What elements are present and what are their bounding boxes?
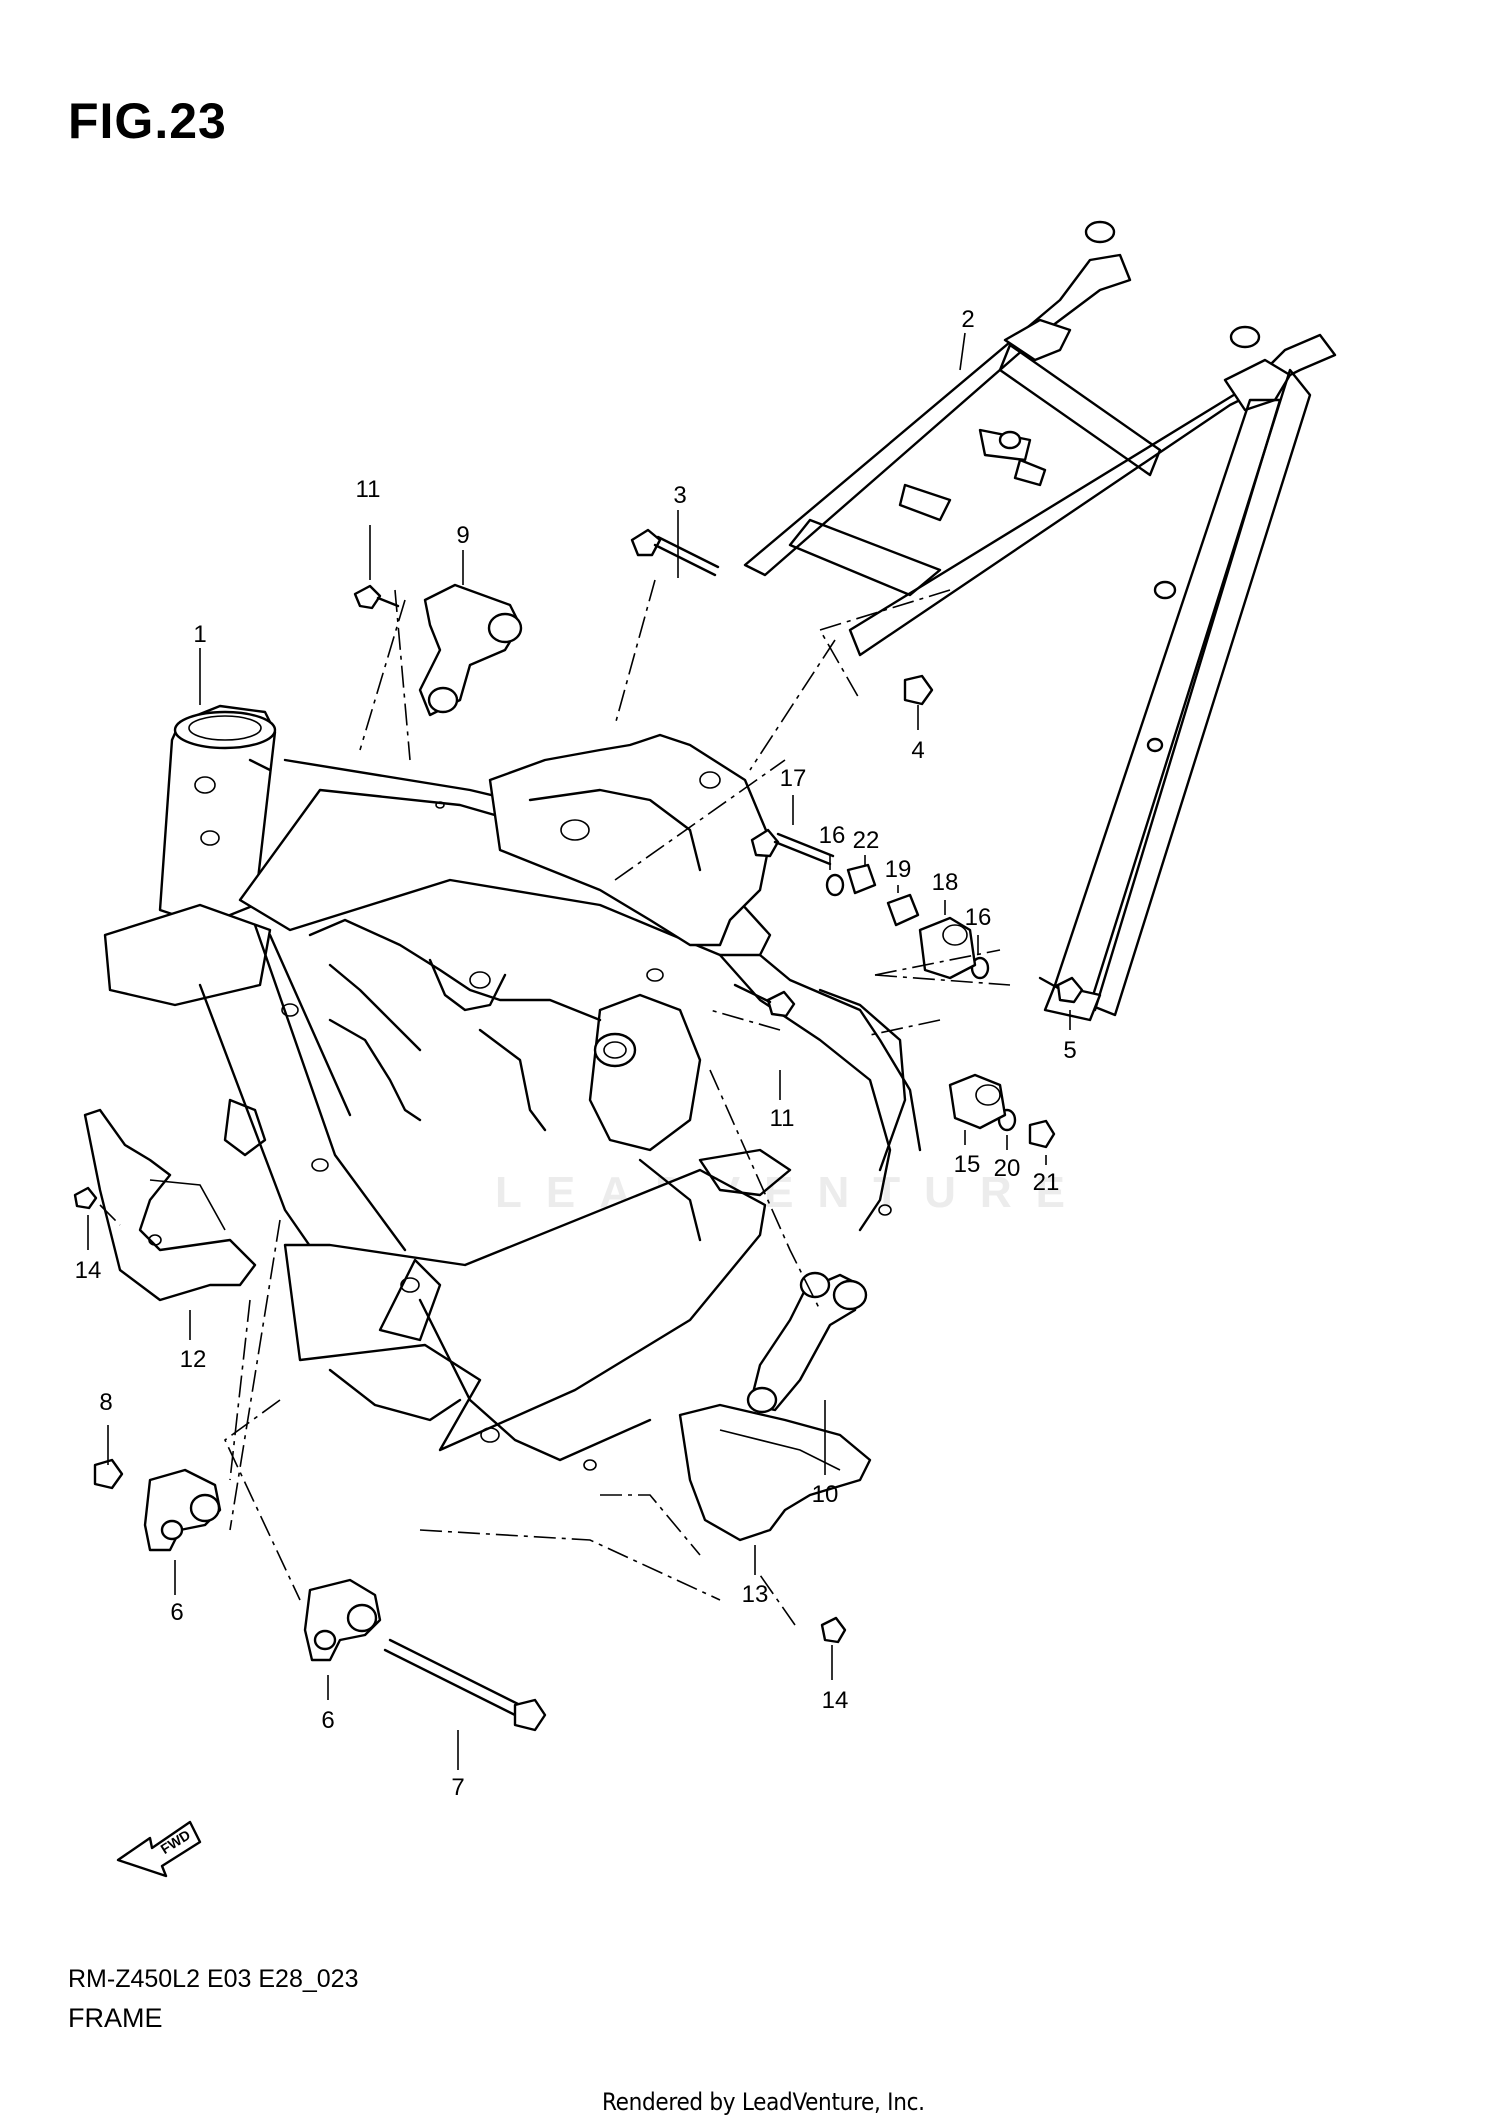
callout-19: 19	[885, 856, 912, 883]
callout-15: 15	[954, 1151, 981, 1178]
callout-4: 4	[911, 737, 924, 764]
callout-13: 13	[742, 1581, 769, 1608]
callout-10: 10	[812, 1481, 839, 1508]
callout-3: 3	[673, 482, 686, 509]
callout-9: 9	[456, 522, 469, 549]
bolt-14-left	[73, 1186, 98, 1210]
render-credit: Rendered by LeadVenture, Inc.	[602, 2088, 925, 2116]
upper-engine-bracket	[418, 583, 523, 717]
front-mount-bracket	[143, 1468, 222, 1552]
callout-2: 2	[961, 306, 974, 333]
callout-8: 8	[99, 1389, 112, 1416]
section-name: FRAME	[68, 2003, 163, 2033]
nut-8	[93, 1458, 124, 1490]
bolt-7	[383, 1638, 547, 1732]
callout-16-upper: 16	[819, 822, 846, 849]
callout-5: 5	[1063, 1037, 1076, 1064]
left-frame-guard	[83, 1108, 257, 1302]
figure-title: FIG.23	[68, 93, 227, 149]
callout-11-lower: 11	[770, 1105, 795, 1132]
collar-19	[886, 893, 920, 927]
lower-rear-bracket	[746, 1271, 868, 1414]
bushing-15	[948, 1073, 1007, 1130]
lower-mount-bracket	[303, 1578, 382, 1662]
callout-labels: 1 2 3 4 5 6 6 7 8 9 10 11 11 12 13 14 14…	[75, 306, 1077, 1801]
callout-12: 12	[180, 1346, 207, 1373]
callout-16-lower: 16	[965, 904, 992, 931]
callout-leaders	[87, 332, 1071, 1770]
washer-16b	[970, 956, 990, 980]
callout-21: 21	[1033, 1169, 1060, 1196]
rear-subframe	[743, 220, 1337, 1022]
callout-6-left: 6	[170, 1599, 183, 1626]
callout-18: 18	[932, 869, 959, 896]
callout-20: 20	[994, 1155, 1021, 1182]
collar-22	[846, 863, 877, 895]
model-code: RM-Z450L2 E03 E28_023	[68, 1965, 359, 1993]
washer-16a	[825, 873, 845, 897]
bolt-11-upper	[353, 584, 400, 610]
right-frame-guard	[678, 1403, 872, 1542]
bolt-14-right	[820, 1616, 847, 1644]
callout-14-left: 14	[75, 1257, 102, 1284]
nut-4	[903, 674, 934, 706]
watermark: LEADVENTURE	[495, 1168, 1090, 1217]
callout-1: 1	[193, 621, 206, 648]
fwd-direction-arrow: FWD	[116, 1820, 202, 1878]
callout-17: 17	[780, 765, 807, 792]
bolt-3	[630, 528, 720, 577]
callout-14-right: 14	[822, 1687, 849, 1714]
leader-lines	[99, 579, 1011, 1626]
callout-6-right: 6	[321, 1707, 334, 1734]
bolt-17	[750, 828, 835, 866]
callout-22: 22	[853, 827, 880, 854]
nut-21	[1028, 1119, 1056, 1149]
callout-7: 7	[451, 1774, 464, 1801]
callout-11-upper: 11	[356, 476, 381, 503]
main-frame	[103, 704, 922, 1471]
bolt-5	[1038, 976, 1084, 1004]
bolt-11-lower	[733, 983, 796, 1018]
